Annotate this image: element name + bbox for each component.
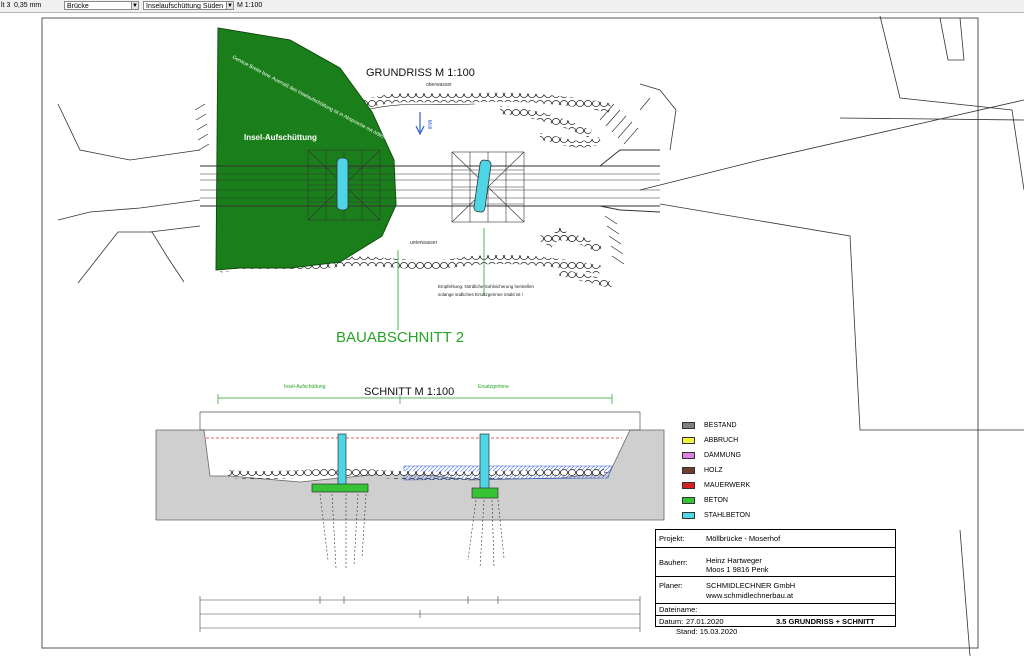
divider <box>656 603 895 604</box>
footing-right-section <box>471 487 499 499</box>
legend-item: BESTAND <box>682 421 792 431</box>
legend-item: MAUERWERK <box>682 481 792 491</box>
stand-label: Stand: <box>676 627 698 636</box>
scale-value: M 1:100 <box>237 2 263 9</box>
legend-label: DÄMMUNG <box>704 452 741 459</box>
deck-outline <box>199 411 641 431</box>
line-weight-value[interactable]: 0,35 mm <box>14 2 42 9</box>
empfehlung-note: Empfehlung: Nördliche Sohlsicherung hers… <box>438 284 535 289</box>
datum-value: 27.01.2020 <box>686 617 724 626</box>
planer-web[interactable]: www.schmidlechnerbau.at <box>706 591 794 600</box>
flow-arrow-icon <box>415 112 425 136</box>
planer-label: Planer: <box>659 581 683 590</box>
riverbed-stones <box>227 468 605 480</box>
bauherr-address: Moos 1 9816 Penk <box>706 565 769 574</box>
title-block: Projekt: Möllbrücke - Moserhof Bauherr: … <box>655 529 896 627</box>
empfehlung-note-2: solange südliches Ersatzgerinne intakt i… <box>438 292 523 297</box>
micropiles <box>319 493 505 570</box>
line-type-label: lt 3 <box>1 2 11 9</box>
datum-label: Datum: <box>659 617 684 626</box>
legend-swatch <box>682 497 695 504</box>
legend-label: MAUERWERK <box>704 482 751 489</box>
planer-name: SCHMIDLECHNER GmbH <box>706 581 796 590</box>
footing-left-section <box>311 483 369 493</box>
legend-swatch <box>682 512 695 519</box>
legend-item: ABBRUCH <box>682 436 792 446</box>
sheet-frame <box>41 17 979 649</box>
view-select[interactable]: Inselaufschüttung Süden <box>143 1 229 10</box>
legend-swatch <box>682 452 695 459</box>
projekt-label: Projekt: <box>659 534 685 543</box>
divider <box>656 547 895 548</box>
bauabschnitt-title: BAUABSCHNITT 2 <box>336 329 464 346</box>
bank-hatching <box>194 97 651 265</box>
unterwasser-label: unterwasser <box>410 240 438 246</box>
view-select-value: Inselaufschüttung Süden <box>146 3 224 10</box>
grundriss-title: GRUNDRISS M 1:100 <box>366 67 475 79</box>
legend-label: BESTAND <box>704 422 737 429</box>
pier-right-section <box>479 433 490 491</box>
section-link-lines <box>397 228 485 330</box>
bauherr-name: Heinz Hartweger <box>706 556 762 565</box>
legend-swatch <box>682 467 695 474</box>
legend-label: ABBRUCH <box>704 437 739 444</box>
chevron-down-icon[interactable]: ▼ <box>131 1 139 10</box>
pier-right-plan <box>473 159 492 213</box>
cad-toolbar: lt 3 0,35 mm Brücke ▼ Inselaufschüttung … <box>0 0 1024 13</box>
bauherr-label: Bauherr: <box>659 558 688 567</box>
schnitt-island-label: Insel-Aufschüttung <box>284 384 326 390</box>
pier-left-section <box>337 433 347 487</box>
pier-left-plan <box>336 157 349 211</box>
oberwasser-label: oberwasser <box>426 82 452 88</box>
bridge-deck-plan <box>200 149 661 213</box>
divider <box>656 615 895 616</box>
legend-label: BETON <box>704 497 728 504</box>
island-fill <box>215 27 397 271</box>
legend-swatch <box>682 422 695 429</box>
island-label: Insel-Aufschüttung <box>244 133 317 142</box>
terrain-lines <box>57 15 1024 656</box>
legend-item: STAHLBETON <box>682 511 792 521</box>
legend-item: DÄMMUNG <box>682 451 792 461</box>
legend-swatch <box>682 437 695 444</box>
projekt-value: Möllbrücke - Moserhof <box>706 534 781 543</box>
section-dimension-top <box>217 394 613 404</box>
legend-item: BETON <box>682 496 792 506</box>
chevron-down-icon[interactable]: ▼ <box>226 1 234 10</box>
legend-item: HOLZ <box>682 466 792 476</box>
stand-row: Stand: 15.03.2020 <box>676 627 737 636</box>
divider <box>656 576 895 577</box>
drawing-canvas[interactable]: Insel-Aufschüttung Genaue Breite bzw. Au… <box>0 13 1024 656</box>
layer-select-value: Brücke <box>67 3 89 10</box>
schnitt-title: SCHNITT M 1:100 <box>364 386 454 398</box>
stand-value: 15.03.2020 <box>699 627 738 636</box>
legend-label: STAHLBETON <box>704 512 751 519</box>
legend-label: HOLZ <box>704 467 723 474</box>
dateiname-label: Dateiname: <box>659 605 698 614</box>
layer-select[interactable]: Brücke <box>64 1 134 10</box>
flow-label: Möll <box>426 120 432 129</box>
plan-number: 3.5 GRUNDRISS + SCHNITT <box>776 617 875 626</box>
legend-swatch <box>682 482 695 489</box>
ersatzgerinne-label: Ersatzgerinne <box>478 384 509 390</box>
dimension-chains <box>199 596 641 632</box>
